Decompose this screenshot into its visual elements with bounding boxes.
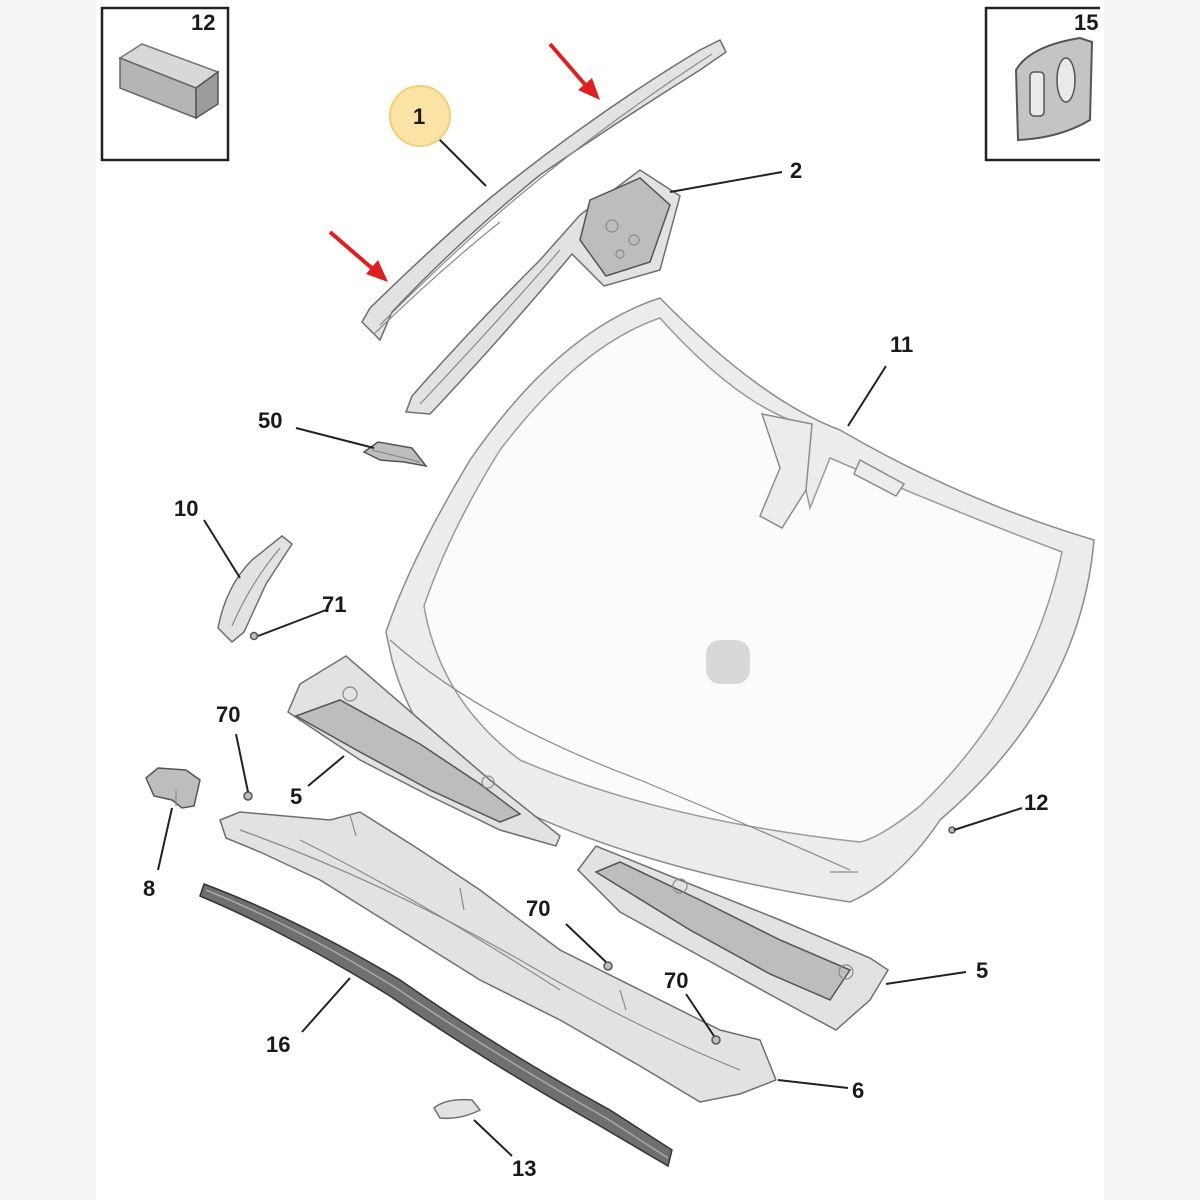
callout-6: 6 <box>852 1078 864 1103</box>
fastener-70-mid <box>603 961 613 971</box>
part-6-scuttle-panel <box>219 811 777 1103</box>
callout-12: 12 <box>1024 790 1048 815</box>
clip-icon <box>1014 36 1094 142</box>
part-1-moulding <box>361 38 727 342</box>
callout-labels: 1 2 11 50 10 71 70 5 8 16 70 70 5 6 12 1… <box>143 104 1048 1181</box>
arrow-top <box>548 42 600 100</box>
leader-lines <box>157 131 1023 1157</box>
fastener-70-left <box>243 791 253 801</box>
highlight-arrows <box>328 42 600 282</box>
callout-8: 8 <box>143 876 155 901</box>
part-5-right-cowl <box>577 845 890 1031</box>
foam-block-icon <box>118 43 220 120</box>
part-50-clip <box>362 441 428 468</box>
callout-10: 10 <box>174 496 198 521</box>
part-8-bracket <box>145 767 201 809</box>
part-1-highlight-badge <box>389 85 451 147</box>
callout-71: 71 <box>322 592 346 617</box>
callout-70-mid: 70 <box>526 896 550 921</box>
part-5-left-cowl <box>287 655 561 847</box>
callout-2: 2 <box>790 158 802 183</box>
part-11-windscreen <box>385 297 1095 903</box>
callout-13: 13 <box>512 1156 536 1181</box>
arrow-bottom <box>328 230 388 282</box>
callout-5-right: 5 <box>976 958 988 983</box>
fastener-71 <box>249 631 259 641</box>
callout-16: 16 <box>266 1032 290 1057</box>
part-16-seal-strip <box>199 883 673 1168</box>
callout-70-left: 70 <box>216 702 240 727</box>
part-2-pillar-trim <box>404 169 681 415</box>
callout-70-right: 70 <box>664 968 688 993</box>
callout-50: 50 <box>258 408 282 433</box>
part-13-clip <box>433 1098 482 1120</box>
inset-left-number: 12 <box>191 10 215 35</box>
part-10-mirror-bracket <box>217 535 293 644</box>
inset-left: 12 <box>100 6 230 162</box>
callout-1: 1 <box>413 104 425 129</box>
callout-5-left: 5 <box>290 784 302 809</box>
inset-right: 15 <box>984 6 1100 162</box>
inset-right-number: 15 <box>1074 10 1098 35</box>
fasteners <box>243 631 956 1045</box>
fastener-70-right <box>711 1035 721 1045</box>
callout-11: 11 <box>890 332 913 357</box>
